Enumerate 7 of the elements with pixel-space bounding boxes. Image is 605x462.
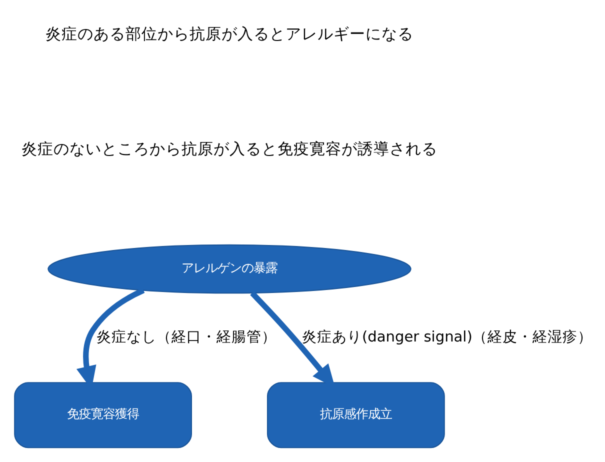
node-box: 免疫寛容獲得	[14, 382, 192, 448]
label: 炎症のある部位から抗原が入るとアレルギーになる	[45, 24, 414, 43]
edge-label: 炎症なし（経口・経腸管）	[96, 330, 276, 346]
node-ellipse: アレルゲンの暴露	[48, 244, 412, 294]
label: 炎症のないところから抗原が入ると免疫寛容が誘導される	[21, 139, 438, 158]
node-box: 抗原感作成立	[266, 382, 445, 448]
edge-label: 炎症あり(danger signal)（経皮・経湿疹）	[302, 330, 592, 346]
